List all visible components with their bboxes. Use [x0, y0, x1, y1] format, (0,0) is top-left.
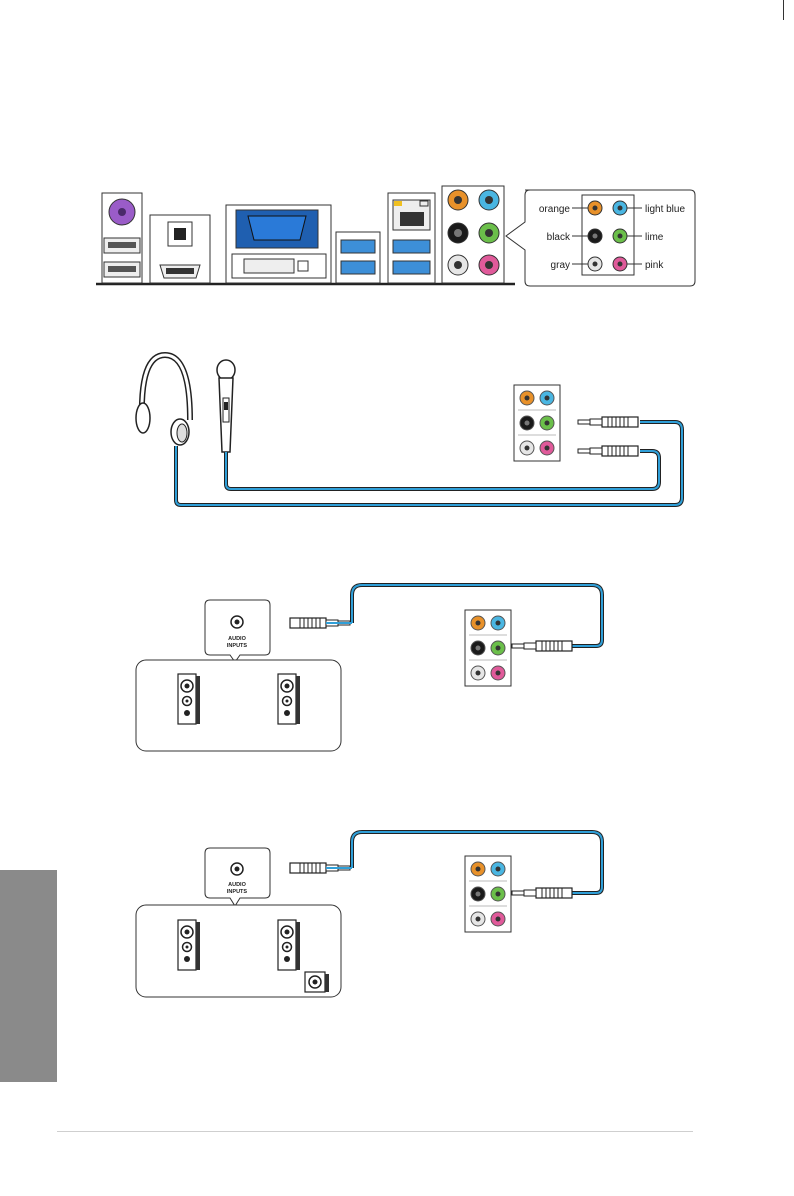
audio-inputs-label-1: AUDIO [228, 636, 246, 642]
audio-inputs-label-2: INPUTS [227, 889, 248, 895]
subwoofer-speaker-diagram: AUDIO INPUTS [136, 832, 602, 997]
headphone-icon [136, 355, 190, 445]
legend-pink: pink [645, 260, 664, 271]
rear-io-panel [96, 186, 515, 284]
legend-gray: gray [551, 260, 570, 271]
headphone-mic-diagram [136, 355, 682, 505]
legend-light-blue: light blue [645, 204, 685, 215]
jack-color-legend: orange black gray light blue lime pink [506, 190, 695, 286]
speaker-icon [178, 920, 200, 970]
stereo-speaker-diagram: AUDIO INPUTS [136, 585, 602, 751]
microphone-icon [217, 360, 235, 452]
legend-black: black [547, 232, 571, 243]
legend-lime: lime [645, 232, 664, 243]
speaker-icon [278, 920, 300, 970]
speaker-icon [278, 674, 300, 724]
speaker-icon [178, 674, 200, 724]
legend-orange: orange [539, 204, 571, 215]
audio-inputs-label-1: AUDIO [228, 882, 246, 888]
subwoofer-icon [305, 972, 329, 992]
audio-jack-icon [231, 616, 243, 628]
audio-jack-icon [231, 863, 243, 875]
audio-inputs-label-2: INPUTS [227, 643, 248, 649]
